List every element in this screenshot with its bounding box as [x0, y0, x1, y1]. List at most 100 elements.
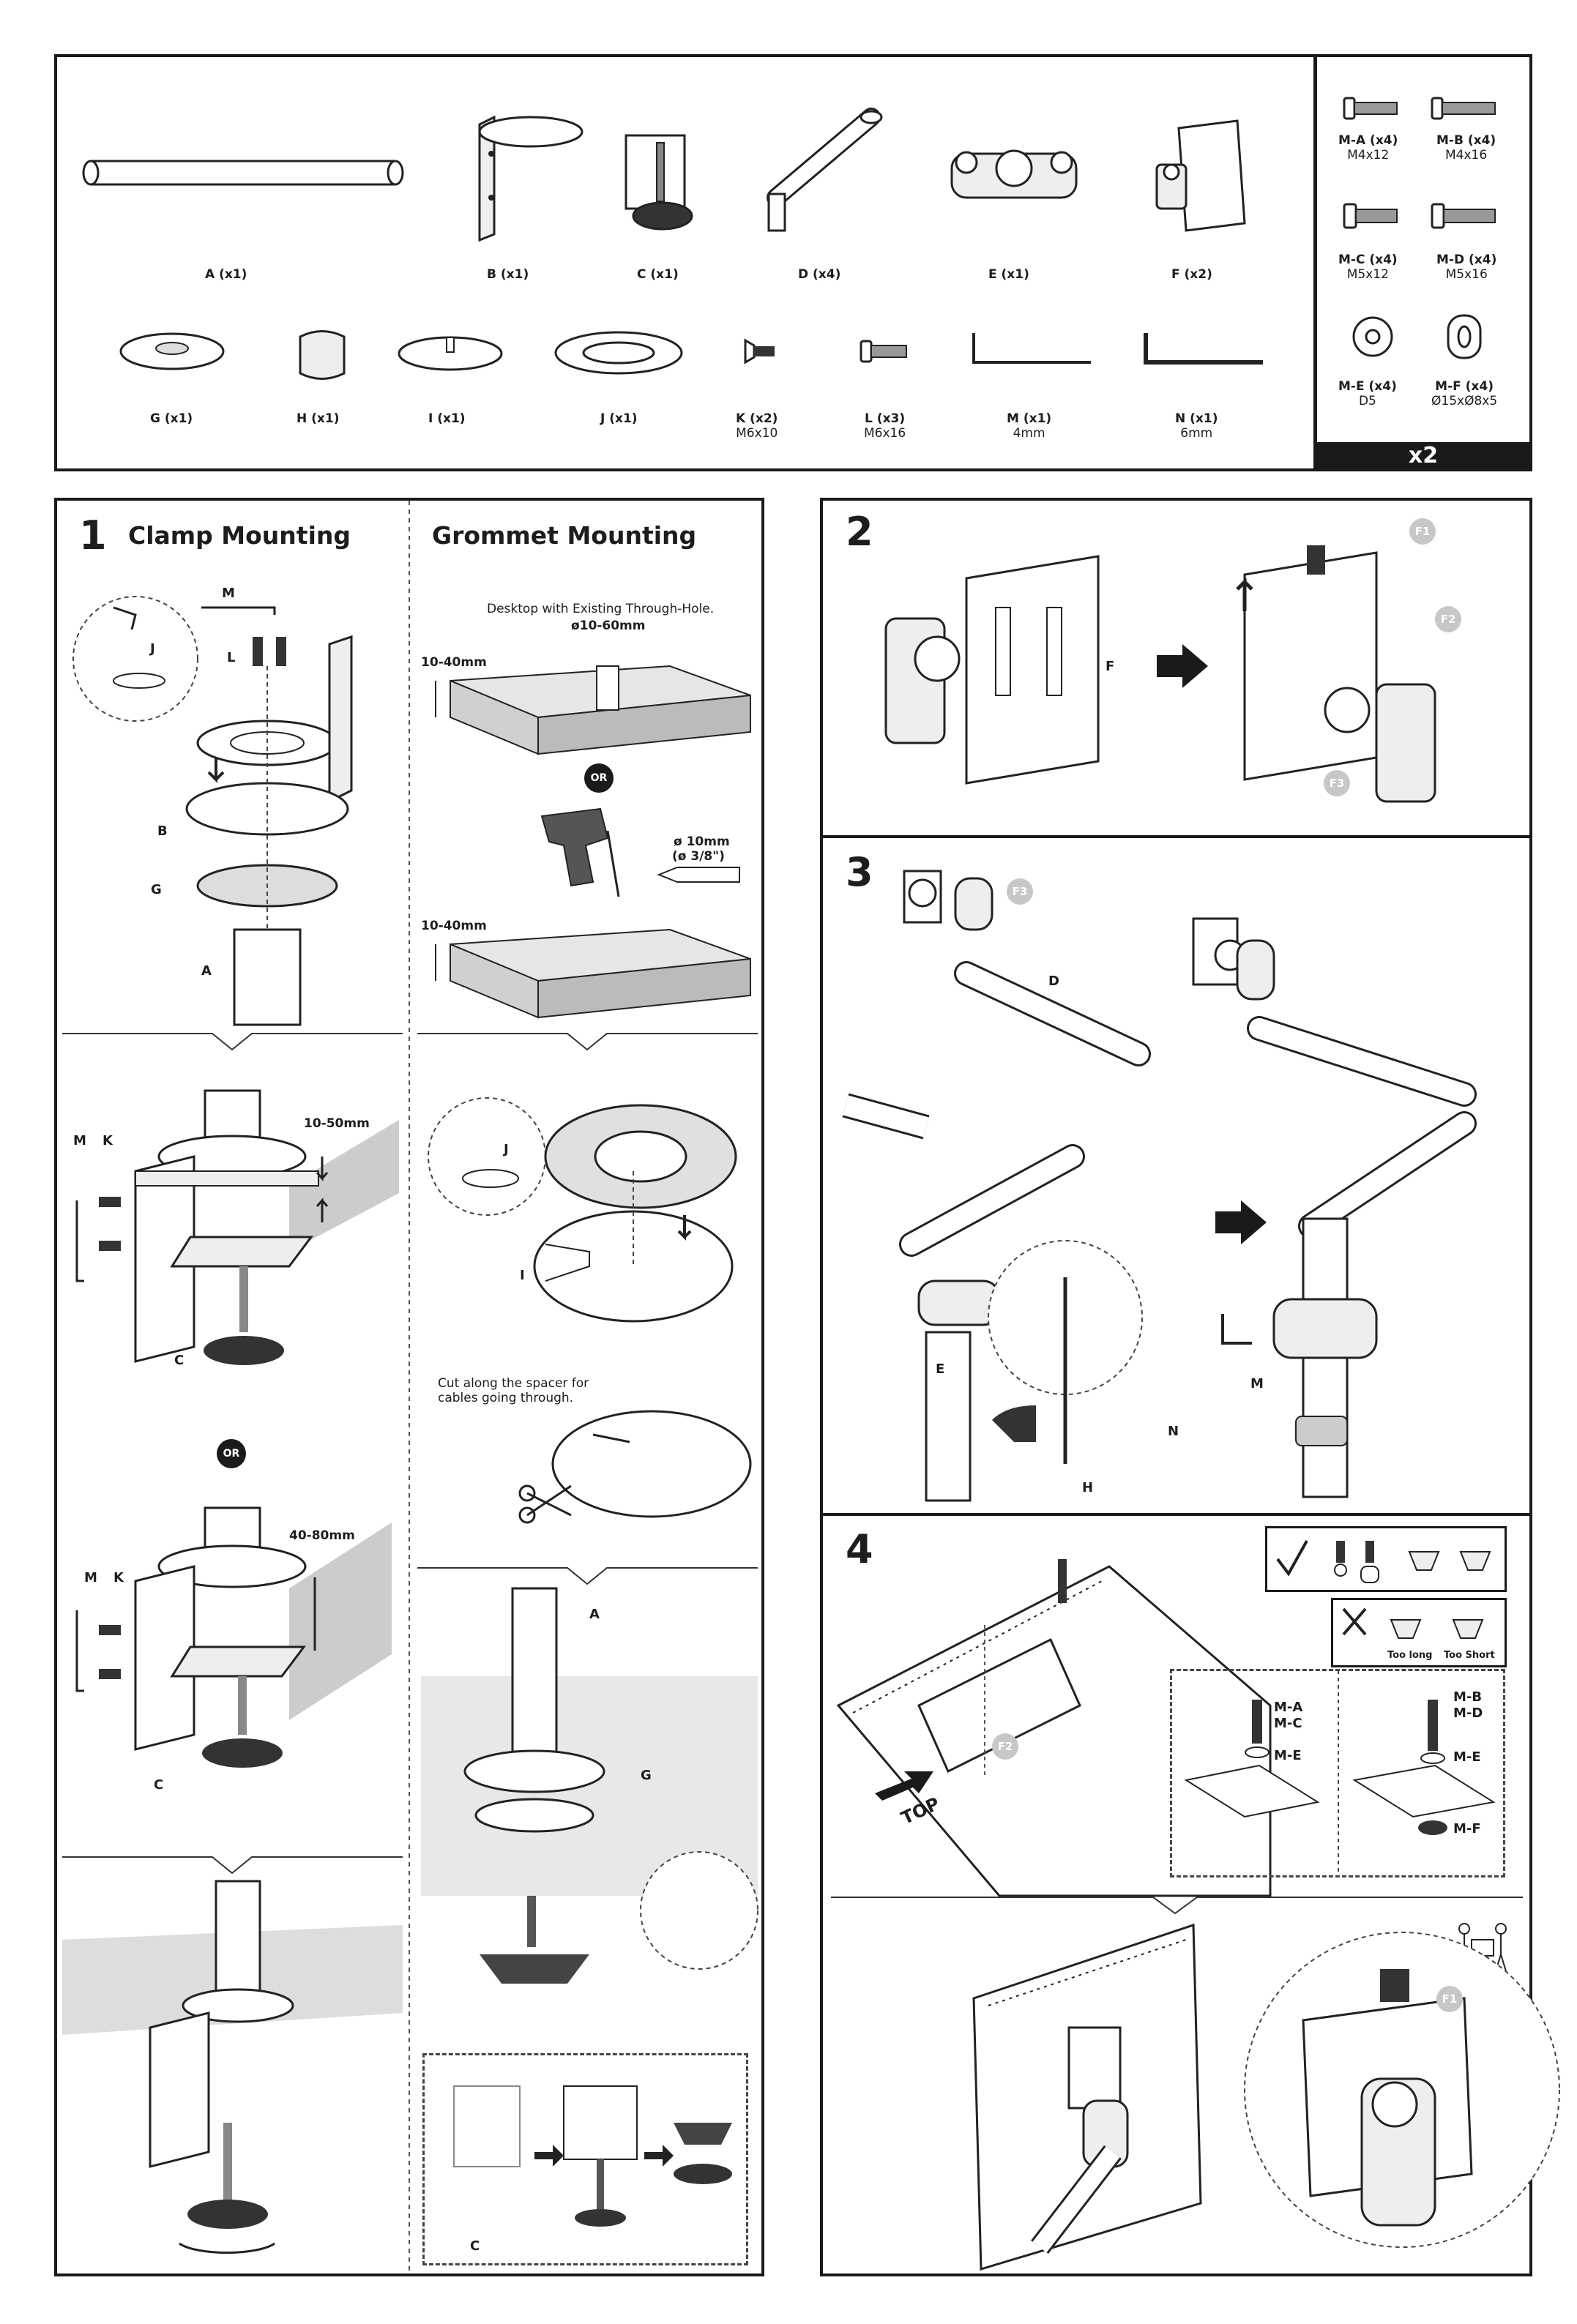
screw-label-me: M-E (x4)D5	[1338, 379, 1397, 408]
screw-ma-drawing	[1343, 97, 1398, 120]
screw-set-1-b: M-C	[1274, 1716, 1302, 1731]
clamp-tag-a: A	[201, 963, 212, 979]
step2-callout-f3: F3	[1324, 770, 1350, 796]
step3-tag-d: D	[1048, 974, 1059, 989]
grommet-tag-j: J	[504, 1142, 509, 1157]
grommet-detail-sequence	[453, 2085, 732, 2227]
correct-screw-box	[1265, 1526, 1507, 1592]
screw-label-mf: M-F (x4)Ø15xØ8x5	[1431, 379, 1497, 408]
part-h-cable-clip-drawing	[299, 330, 346, 380]
grommet-tag-i: I	[520, 1268, 525, 1283]
clamp3-tag-c: C	[154, 1777, 164, 1793]
screw-label-mf-main: M-F (x4)	[1435, 379, 1494, 394]
part-g-base-drawing	[119, 332, 225, 370]
grommet-separator-1	[417, 1033, 758, 1051]
clamp-tag-g: G	[151, 882, 162, 897]
clamp-tag-l: L	[227, 650, 236, 665]
screw-detail-box	[1170, 1669, 1505, 1877]
desk-thickness-2: 10-40mm	[421, 919, 487, 933]
screw-mb-drawing	[1431, 97, 1496, 120]
step3-callout-f3: F3	[1007, 878, 1033, 905]
clamp-exploded-drawing	[72, 596, 353, 1026]
drill-drawing	[540, 807, 620, 897]
grommet-tag-g: G	[641, 1768, 652, 1783]
part-l-screw-drawing	[860, 340, 907, 363]
part-label-h: H (x1)	[297, 411, 340, 426]
grommet-detail-box	[422, 2053, 748, 2265]
screw-detail-drawing	[1184, 1670, 1496, 1875]
step4-separator	[831, 1897, 1523, 1915]
drill-bit-drawing	[657, 867, 740, 883]
step3-left-drawing	[842, 870, 1151, 1502]
desk-with-hole-drawing	[435, 665, 751, 755]
part-label-m: M (x1)4mm	[1007, 411, 1051, 441]
part-i-spacer-drawing	[398, 336, 503, 371]
too-short-label: Too Short	[1444, 1650, 1495, 1661]
clamp3-tag-k: K	[113, 1570, 124, 1585]
part-label-l: L (x3)M6x16	[864, 411, 906, 441]
screws-multiplier: x2	[1316, 442, 1531, 470]
part-label-l-main: L (x3)	[865, 411, 906, 426]
step3-tag-h: H	[1082, 1480, 1094, 1495]
step2-callout-f2: F2	[1435, 606, 1461, 632]
clamp-range-40-80: 40-80mm	[289, 1528, 355, 1543]
part-a-pole-drawing	[82, 160, 404, 186]
screw-label-mb: M-B (x4)M4x16	[1436, 133, 1496, 162]
spacer-mf-drawing	[1447, 314, 1482, 359]
screw-set-2-a: M-B	[1453, 1689, 1483, 1705]
screw-set-2-b: M-D	[1453, 1705, 1483, 1721]
clamp-range-10-50: 10-50mm	[304, 1116, 370, 1131]
step2-number: 2	[846, 509, 873, 555]
correct-screw-drawing	[1276, 1540, 1491, 1583]
part-label-a: A (x1)	[205, 267, 247, 282]
step1-panel	[54, 498, 764, 2276]
screw-mc-drawing	[1343, 203, 1398, 229]
parts-panel	[54, 54, 1316, 471]
wrong-screw-drawing	[1342, 1607, 1484, 1639]
grommet-washer-spacer-drawing	[428, 1097, 737, 1323]
part-label-j: J (x1)	[600, 411, 638, 426]
grommet-separator-2	[417, 1567, 758, 1585]
part-k-screw-drawing	[744, 338, 775, 365]
step3-tag-e: E	[936, 1361, 945, 1377]
clamp-final-drawing	[62, 1880, 403, 2254]
part-label-f: F (x2)	[1171, 267, 1212, 282]
part-n-hex-key-drawing	[1144, 333, 1263, 365]
hole-size: ø10-60mm	[571, 619, 646, 633]
part-d-arm-drawing	[767, 108, 883, 232]
screw-set-1-a: M-A	[1274, 1700, 1303, 1715]
part-c-clamp-drawing	[625, 134, 693, 231]
step4-panel	[820, 1513, 1532, 2276]
clamp2-tag-c: C	[174, 1353, 184, 1368]
washer-me-drawing	[1352, 316, 1393, 357]
part-label-k-sub: M6x10	[736, 426, 778, 441]
step3-number: 3	[846, 849, 873, 895]
cut-spacer-text: Cut along the spacer for cables going th…	[438, 1376, 589, 1405]
part-label-m-sub: 4mm	[1013, 426, 1045, 441]
drill-size-in: (ø 3/8")	[672, 849, 725, 864]
screw-label-md: M-D (x4)M5x16	[1436, 253, 1496, 282]
part-label-i: I (x1)	[428, 411, 466, 426]
clamp-40-80-drawing	[75, 1506, 392, 1768]
part-m-hex-key-drawing	[972, 333, 1091, 364]
screw-label-ma: M-A (x4)M4x12	[1338, 133, 1398, 162]
clamp-mounting-title: Clamp Mounting	[128, 521, 351, 550]
part-label-b: B (x1)	[487, 267, 529, 282]
desk-hole-text: Desktop with Existing Through-Hole.	[487, 602, 715, 616]
screw-label-mb-main: M-B (x4)	[1436, 133, 1496, 148]
step4-callout-f2: F2	[992, 1733, 1018, 1760]
clamp-tag-j: J	[150, 641, 155, 657]
step1-divider	[409, 501, 410, 2273]
clamp2-tag-m: M	[73, 1133, 86, 1148]
part-f-vesa-plate-drawing	[1155, 119, 1246, 232]
screw-label-ma-sub: M4x12	[1347, 148, 1390, 162]
clamp-10-50-drawing	[75, 1089, 399, 1365]
step2-plate-drawing-2	[1236, 545, 1436, 803]
washer-2-label: M-E	[1453, 1749, 1481, 1765]
washer-1-label: M-E	[1274, 1748, 1302, 1763]
clamp-or-badge: OR	[217, 1439, 246, 1468]
screw-label-md-main: M-D (x4)	[1436, 253, 1497, 267]
screw-label-mc-sub: M5x12	[1346, 267, 1389, 282]
screw-label-md-sub: M5x16	[1445, 267, 1488, 282]
part-label-d: D (x4)	[798, 267, 841, 282]
